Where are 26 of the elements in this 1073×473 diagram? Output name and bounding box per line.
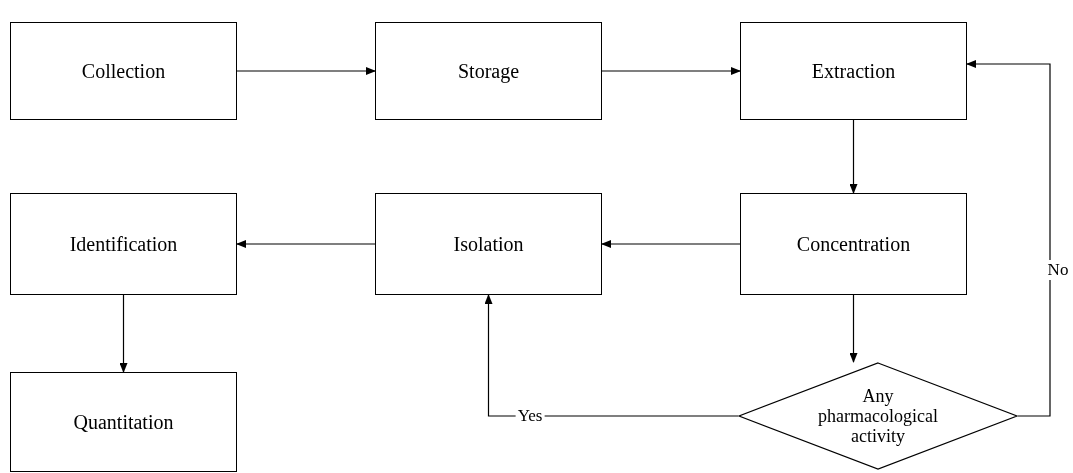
arrow	[236, 67, 376, 75]
step-label: Collection	[81, 59, 166, 84]
step-label: Quantitation	[73, 410, 174, 435]
step-label: Concentration	[796, 232, 911, 257]
arrow	[484, 294, 739, 417]
arrow	[966, 60, 1051, 417]
arrow	[601, 240, 741, 248]
arrow	[236, 240, 376, 248]
process-box	[740, 22, 967, 120]
process-box	[10, 22, 237, 120]
process-box	[740, 193, 967, 295]
process-box	[375, 193, 602, 295]
step-label: Extraction	[811, 59, 896, 84]
step-label: Identification	[69, 232, 178, 257]
arrow	[849, 294, 858, 363]
process-box	[375, 22, 602, 120]
decision-diamond	[738, 362, 1018, 470]
process-box	[10, 193, 237, 295]
step-label: Isolation	[453, 232, 524, 257]
process-box	[10, 372, 237, 472]
decision-text: Any pharmacological activity	[817, 386, 939, 446]
arrow	[601, 67, 741, 75]
edge-label: No	[1045, 260, 1071, 280]
step-label: Storage	[457, 59, 520, 85]
arrow	[119, 294, 128, 373]
arrow	[849, 119, 858, 194]
